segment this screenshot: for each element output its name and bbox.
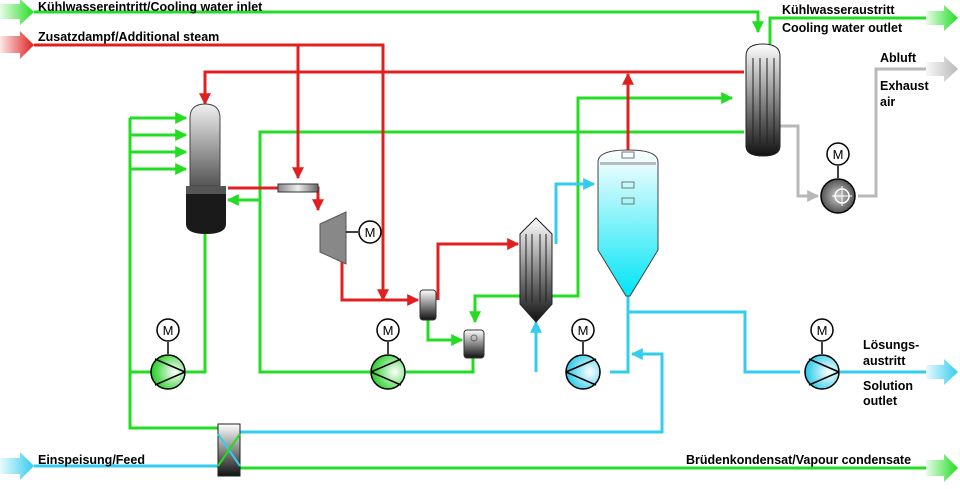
exhaust-air-arrow — [926, 56, 958, 82]
solution-lines — [34, 178, 926, 468]
condenser-icon — [745, 43, 781, 157]
cooling-water-outlet-label-en: Cooling water outlet — [782, 21, 903, 35]
evaporator-column — [186, 103, 226, 234]
solution-outlet-label-en-2: outlet — [863, 394, 898, 408]
condensate-vessel — [463, 329, 485, 359]
green-pump-icon: M — [150, 318, 186, 390]
cyan-pump-icon: M — [804, 318, 840, 390]
motor-label: M — [833, 147, 844, 162]
cooling-water-outlet-arrow — [926, 5, 958, 31]
steam-compressor-icon: M — [277, 183, 382, 265]
vapour-condensate-label: Brüdenkondensat/Vapour condensate — [686, 453, 912, 467]
crystallizer-icon — [597, 149, 659, 297]
motor-label: M — [817, 323, 828, 338]
exhaust-label-en-2: air — [880, 95, 896, 109]
steam-lines — [34, 43, 744, 306]
condensate-drum — [419, 289, 437, 321]
additional-steam-label: Zusatzdampf/Additional steam — [38, 30, 220, 44]
cooling-water-outlet-label-de: Kühlwasseraustritt — [782, 3, 895, 17]
motor-label: M — [578, 323, 589, 338]
exhaust-label-de: Abluft — [880, 51, 917, 65]
cooling-water-inlet-label: Kühlwassereintritt/Cooling water inlet — [38, 0, 263, 14]
green-pump-icon: M — [370, 318, 406, 390]
feed-preheater-icon — [217, 423, 241, 477]
additional-steam-arrow — [0, 31, 34, 59]
exhaust-lines — [780, 67, 926, 202]
solution-outlet-label-de-1: Lösungs- — [863, 338, 920, 352]
solution-outlet-arrow — [926, 359, 958, 385]
motor-label: M — [163, 323, 174, 338]
heat-exchanger-icon — [519, 217, 553, 323]
solution-outlet-label-de-2: austritt — [863, 354, 906, 368]
motor-label: M — [383, 323, 394, 338]
feed-arrow — [0, 452, 34, 480]
vacuum-pump-icon: M — [820, 142, 856, 214]
cooling-water-lines — [34, 10, 926, 470]
cyan-pump-icon: M — [565, 318, 601, 390]
cooling-water-inlet-arrow — [0, 0, 34, 25]
motor-label: M — [365, 225, 376, 240]
exhaust-label-en-1: Exhaust — [880, 79, 929, 93]
feed-label: Einspeisung/Feed — [38, 453, 145, 467]
solution-outlet-label-en-1: Solution — [863, 379, 913, 393]
vapour-condensate-arrow — [926, 454, 958, 482]
